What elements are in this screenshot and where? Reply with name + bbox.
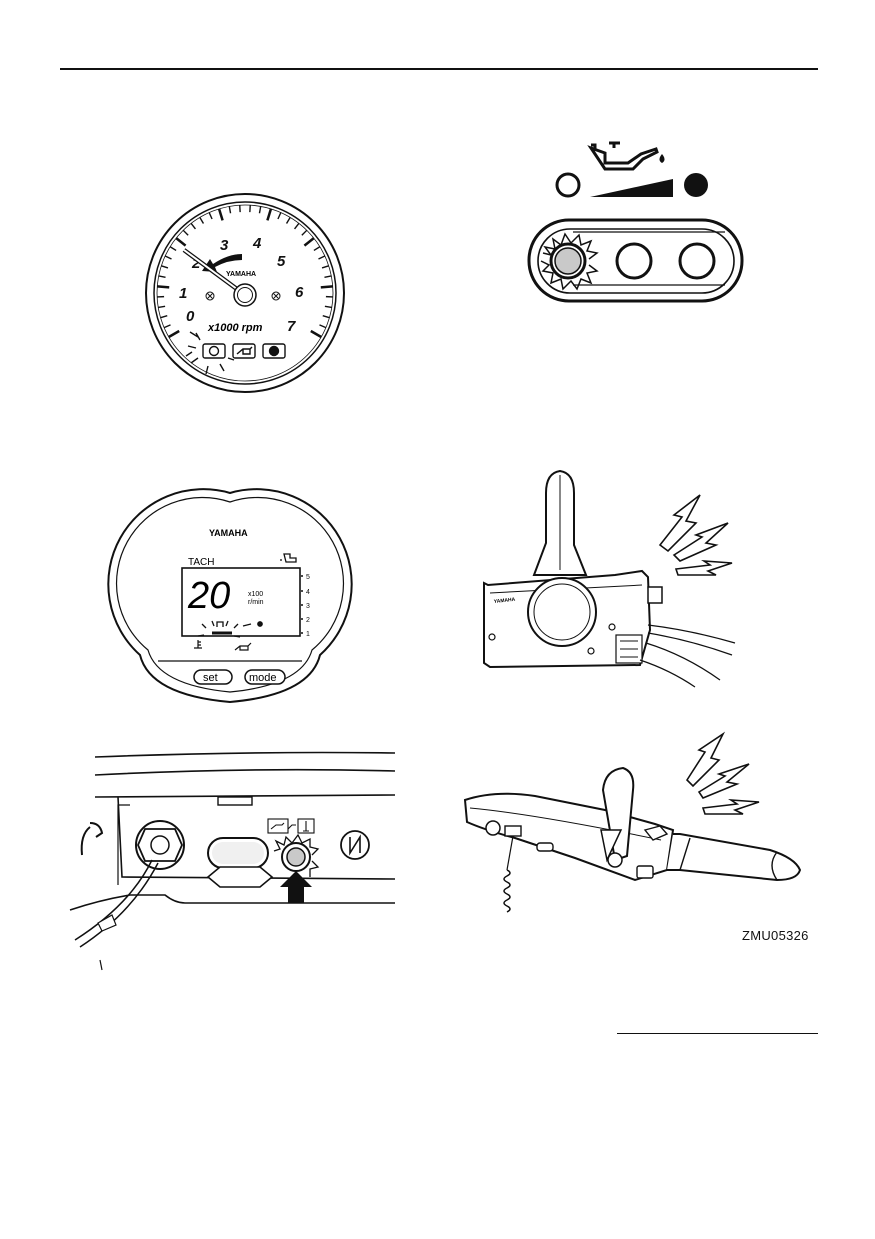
scale-6: 6 <box>295 284 304 301</box>
digital-tachometer-figure: YAMAHA TACH 20 x100 r/min 5 4 3 2 1 set … <box>107 488 353 704</box>
gauge-tick <box>319 324 327 329</box>
gauge-tick <box>175 237 187 247</box>
gauge-tick <box>285 217 291 224</box>
gauge-tick <box>208 212 213 220</box>
gauge-tick <box>277 212 282 220</box>
tach-unit: r/min <box>248 599 264 606</box>
engine-icon <box>280 553 297 563</box>
scale-numbers: 0 1 2 3 4 5 6 7 <box>179 235 304 335</box>
tach-multiplier: x100 <box>248 591 263 598</box>
cowling-indicator-figure <box>69 751 396 971</box>
oil-icon <box>234 642 252 651</box>
gauge-tick <box>303 237 315 247</box>
tach-label: TACH <box>188 557 214 568</box>
tach-reading: 20 <box>187 575 230 617</box>
scale-2: 2 <box>191 255 201 272</box>
arrow-up-icon <box>280 871 312 903</box>
mode-button[interactable] <box>244 669 286 685</box>
gauge-tick <box>217 208 224 221</box>
lightning-icon <box>658 494 733 576</box>
gauge-tick <box>320 285 333 289</box>
scale-5: 5 <box>277 253 286 270</box>
lcd-display <box>181 567 301 637</box>
gauge-tick <box>293 222 300 230</box>
scale-3: 3 <box>220 237 229 254</box>
gauge-tick <box>318 255 326 260</box>
gauge-tick <box>164 255 172 260</box>
gauge-tick <box>168 329 180 339</box>
scale-4: 4 <box>252 235 262 252</box>
gauge-tick <box>190 222 197 230</box>
gauge-tick <box>266 208 273 221</box>
gauge-tick <box>157 285 170 289</box>
lightning-icon <box>685 731 760 815</box>
svg-text:1: 1 <box>306 631 310 638</box>
tiller-handle-figure <box>463 731 802 913</box>
gauge-tick <box>258 206 262 214</box>
set-button-label: set <box>203 672 218 684</box>
gauge-tick <box>324 275 332 279</box>
gauge-tick <box>313 246 321 252</box>
gauge-tick <box>301 229 308 236</box>
oil-warning-panel-figure <box>527 141 744 303</box>
header-rule <box>60 68 818 70</box>
gauge-tick <box>169 246 177 252</box>
temperature-icon <box>194 640 202 649</box>
scale-1: 1 <box>179 285 187 302</box>
gauge-tick <box>158 305 166 309</box>
analog-tachometer-figure: 0 1 2 3 4 5 6 7 YAMAHA x1000 rpm <box>145 193 345 393</box>
svg-text:5: 5 <box>306 574 310 581</box>
gauge-tick <box>228 206 232 214</box>
svg-text:4: 4 <box>306 589 310 596</box>
analog-warning-lamps <box>185 331 286 375</box>
bar-scale: 5 4 3 2 1 <box>301 574 310 638</box>
oil-can-icon <box>587 141 659 171</box>
analog-unit: x1000 rpm <box>207 322 263 334</box>
svg-text:3: 3 <box>306 603 310 610</box>
gauge-tick <box>310 329 322 339</box>
figure-code: ZMU05326 <box>742 928 809 943</box>
scale-0: 0 <box>186 308 195 325</box>
gauge-tick <box>160 315 168 319</box>
footnote-rule <box>617 1033 818 1034</box>
set-button[interactable] <box>193 669 233 685</box>
gauge-tick <box>182 229 189 236</box>
warning-icons-label <box>267 818 315 834</box>
gauge-tick <box>324 305 332 309</box>
mode-button-label: mode <box>249 672 277 684</box>
analog-brand: YAMAHA <box>226 271 256 278</box>
svg-text:2: 2 <box>306 617 310 624</box>
gauge-tick <box>322 315 330 319</box>
gauge-tick <box>158 275 166 279</box>
remote-control-figure: YAMAHA <box>483 469 736 688</box>
gauge-tick <box>161 265 169 269</box>
gauge-tick <box>321 265 329 269</box>
remote-brand: YAMAHA <box>494 597 516 605</box>
digital-brand: YAMAHA <box>209 528 248 538</box>
gauge-tick <box>163 324 171 329</box>
scale-7: 7 <box>287 318 296 335</box>
gauge-tick <box>199 217 205 224</box>
